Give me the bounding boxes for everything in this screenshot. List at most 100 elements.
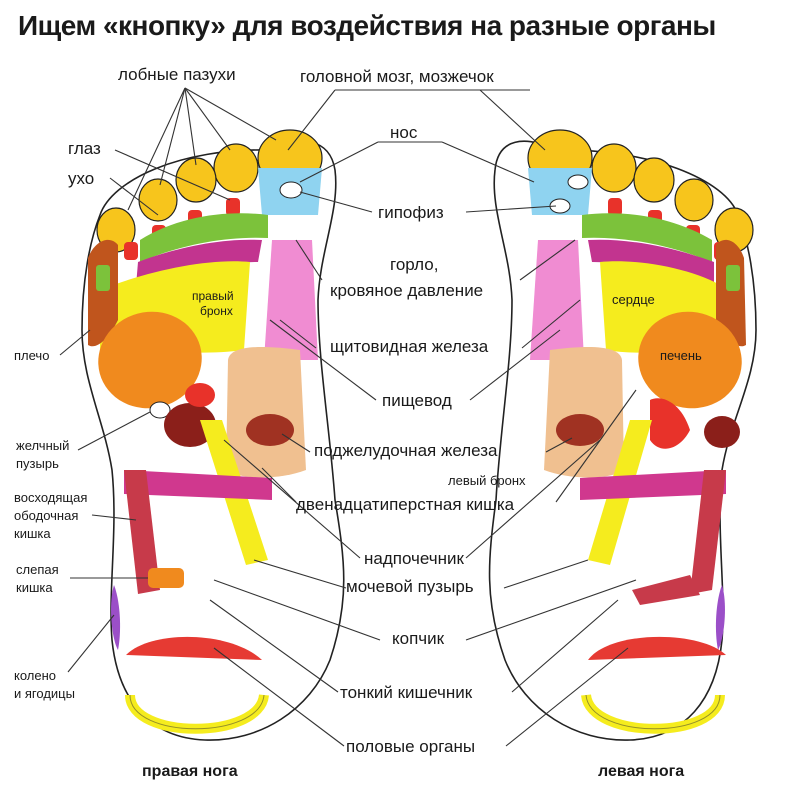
- label-left-leg: левая нога: [598, 763, 684, 780]
- label-right-bronchus-2: бронх: [200, 304, 233, 318]
- leader-adrenal-r: [223, 439, 361, 559]
- right-dark-organ-2: [185, 383, 215, 407]
- leader-intestine-r: [209, 599, 339, 693]
- left-toe-2: [591, 143, 637, 193]
- leader-ear: [109, 177, 159, 216]
- right-genital-zone: [126, 636, 262, 660]
- leader-duod-r: [261, 467, 297, 503]
- label-nose: нос: [390, 123, 418, 142]
- right-foot: [81, 129, 345, 741]
- label-ascending-1: восходящая: [14, 490, 87, 505]
- left-pituitary-spot-1: [567, 174, 589, 190]
- left-eye-spot-1: [608, 198, 622, 216]
- left-dark-organ: [704, 416, 740, 448]
- label-right-bronchus-1: правый: [192, 289, 234, 303]
- right-shoulder-green: [96, 265, 110, 291]
- right-pancreas-spot: [246, 414, 294, 446]
- leader-bladder-l: [503, 559, 589, 589]
- leader-duod-l: [555, 389, 637, 503]
- right-eye-spot-1: [226, 198, 240, 216]
- left-throat-zone: [530, 240, 584, 360]
- right-throat-zone: [264, 240, 318, 360]
- label-left-bronchus: левый бронх: [448, 473, 526, 488]
- leader-gall: [77, 411, 151, 451]
- right-toe-2: [213, 143, 259, 193]
- leader-bladder-r: [253, 559, 347, 589]
- leader-knee: [67, 614, 115, 673]
- leader-lines: [59, 87, 637, 747]
- label-small-intestine: тонкий кишечник: [340, 683, 473, 702]
- label-pituitary: гипофиз: [378, 203, 444, 222]
- label-coccyx: копчик: [392, 629, 445, 648]
- leader-throat-r: [295, 239, 323, 281]
- leader-throat-l: [519, 239, 576, 281]
- left-green-band: [582, 213, 712, 262]
- left-foot: [488, 129, 757, 741]
- right-yellow-arc-edge: [129, 694, 265, 730]
- labels: лобные пазухи глаз ухо правый бронх плеч…: [14, 65, 702, 780]
- leader-pit-l: [465, 205, 557, 213]
- label-esophagus: пищевод: [382, 391, 452, 410]
- leader-thyroid-r: [279, 319, 317, 349]
- leader-pit-r: [299, 191, 373, 213]
- right-pituitary-spot: [279, 181, 303, 199]
- label-ear: ухо: [68, 169, 94, 188]
- label-ascending-2: ободочная: [14, 508, 78, 523]
- label-throat-1: горло,: [390, 255, 438, 274]
- label-pancreas: поджелудочная железа: [314, 441, 498, 460]
- right-gallbladder-spot: [149, 401, 171, 419]
- label-cecum-2: кишка: [16, 580, 53, 595]
- right-liver-zone: [98, 311, 202, 409]
- left-esophagus-zone: [544, 347, 624, 478]
- left-genital-zone: [588, 636, 726, 660]
- diagram-title: Ищем «кнопку» для воздействия на разные …: [18, 10, 716, 41]
- left-yellow-arc-edge: [585, 694, 721, 730]
- leader-esoph-l: [469, 329, 561, 401]
- right-ascending-colon: [124, 470, 160, 594]
- leader-nose-l: [441, 141, 535, 183]
- leader-sinus-3: [184, 87, 197, 166]
- left-liver-zone: [638, 311, 742, 409]
- leader-adrenal-l: [465, 439, 601, 559]
- leader-ascending: [91, 514, 137, 521]
- right-dark-organ: [164, 403, 216, 447]
- label-eye: глаз: [68, 139, 101, 158]
- left-descending-colon: [690, 470, 726, 594]
- leader-nose-r: [299, 141, 379, 183]
- right-knee-zone: [111, 585, 121, 650]
- label-bladder: мочевой пузырь: [346, 577, 474, 596]
- right-toe-3: [175, 157, 217, 203]
- leader-genital-r: [213, 647, 345, 747]
- left-sigmoid-colon: [632, 575, 700, 605]
- left-transverse-colon: [580, 470, 726, 500]
- right-cecum: [148, 568, 184, 588]
- leader-coccyx-l: [465, 579, 637, 641]
- label-frontal-sinuses: лобные пазухи: [118, 65, 236, 84]
- leader-panc-l: [545, 437, 573, 453]
- leader-panc-r: [281, 433, 311, 453]
- leader-coccyx-r: [213, 579, 381, 641]
- leader-sinus-5: [184, 87, 277, 141]
- label-right-leg: правая нога: [142, 763, 238, 780]
- leader-sinus-1: [127, 87, 186, 211]
- leader-intestine-l: [511, 599, 619, 693]
- label-adrenal: надпочечник: [364, 549, 465, 568]
- label-heart: сердце: [612, 292, 655, 307]
- label-genitals: половые органы: [346, 737, 475, 756]
- left-shoulder-green: [726, 265, 740, 291]
- leader-genital-l: [505, 647, 629, 747]
- leader-esoph-r: [269, 319, 377, 401]
- left-toe-3: [633, 157, 675, 203]
- leader-sinus-2: [159, 87, 186, 186]
- leader-sinus-4: [184, 87, 231, 151]
- label-gallbladder-2: пузырь: [16, 456, 59, 471]
- leader-thyroid-l: [521, 299, 581, 349]
- leader-brain-right: [287, 89, 336, 151]
- right-shoulder-zone: [88, 239, 118, 347]
- label-cecum-1: слепая: [16, 562, 59, 577]
- left-toe-4: [674, 178, 714, 222]
- left-red-organ: [650, 398, 690, 449]
- right-esophagus-zone: [226, 347, 306, 478]
- left-pancreas-spot: [556, 414, 604, 446]
